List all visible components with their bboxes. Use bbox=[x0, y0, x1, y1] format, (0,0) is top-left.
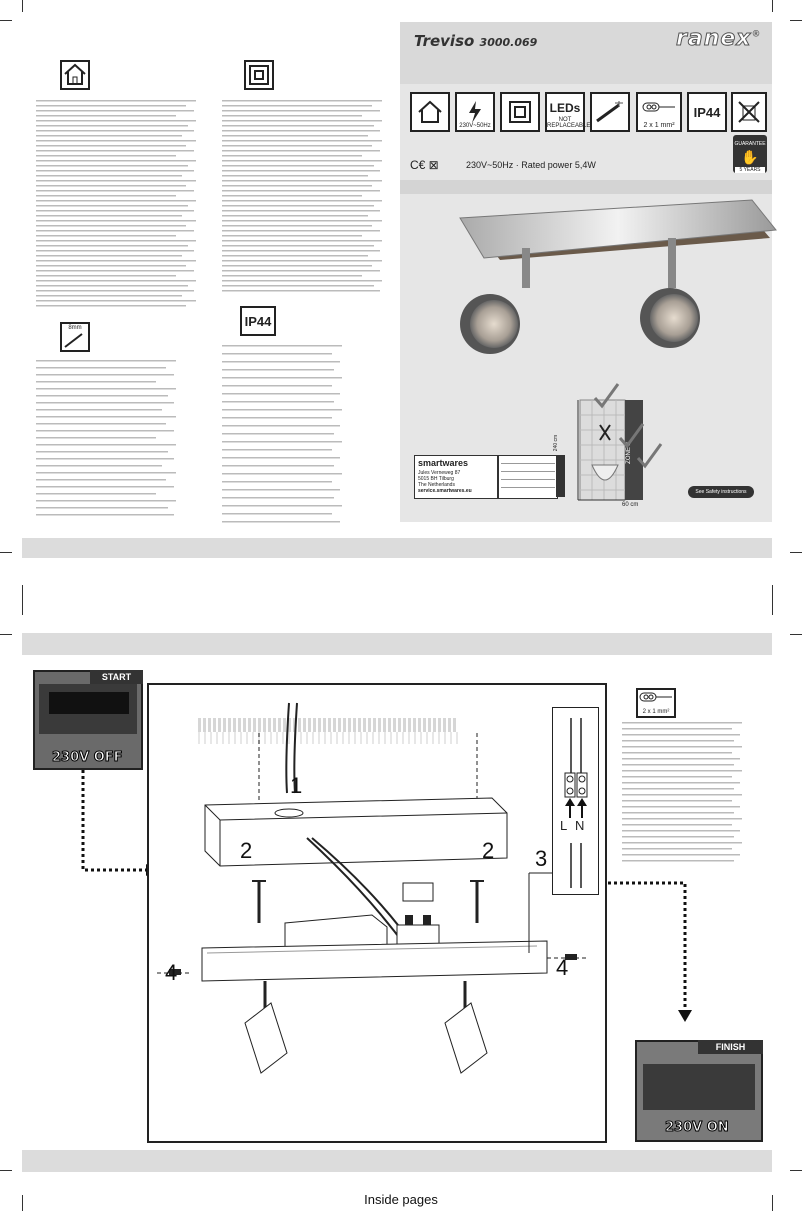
divider-band bbox=[400, 180, 772, 194]
callout-1: 1 bbox=[290, 773, 303, 798]
rated-power: 230V~50Hz · Rated power 5,4W bbox=[466, 160, 596, 170]
crop-mark bbox=[0, 20, 12, 21]
class2-text-block bbox=[222, 100, 382, 292]
cable-icon: 2 x 1 mm² bbox=[636, 92, 682, 132]
crop-mark bbox=[772, 585, 773, 615]
crop-mark bbox=[0, 634, 12, 635]
crop-mark bbox=[22, 0, 23, 12]
product-image bbox=[459, 199, 777, 354]
strip-text-block bbox=[36, 360, 176, 516]
off-label: 230V OFF bbox=[52, 750, 124, 766]
wiring-inset bbox=[552, 707, 599, 895]
guarantee-badge: GUARANTEE ✋ 5 YEARS bbox=[733, 135, 767, 173]
finish-arrow bbox=[608, 881, 692, 1022]
handshake-icon: ✋ bbox=[741, 149, 759, 165]
product-title: Treviso 3000.069 bbox=[414, 32, 538, 50]
contact-table bbox=[498, 455, 558, 499]
page-band bbox=[22, 1150, 772, 1172]
ce-mark: C€ ⊠ bbox=[410, 158, 439, 172]
crop-mark bbox=[790, 552, 802, 553]
ip44-icon: IP44 bbox=[687, 92, 727, 132]
callout-2-right: 2 bbox=[482, 838, 495, 863]
crop-mark bbox=[790, 1170, 802, 1171]
wire-strip-icon bbox=[590, 92, 630, 132]
page-band bbox=[22, 538, 772, 558]
zone-width: 60 cm bbox=[622, 502, 639, 508]
on-label: 230V ON bbox=[665, 1120, 730, 1136]
double-square-icon bbox=[244, 60, 274, 90]
ip44-icon: IP44 bbox=[240, 306, 276, 336]
wire-strip-icon: 8mm bbox=[60, 322, 90, 352]
finish-breaker-image bbox=[635, 1040, 763, 1142]
page-band bbox=[22, 633, 772, 655]
lightning-icon: 230V~50Hz bbox=[455, 92, 495, 132]
safety-badge: See Safety instructions bbox=[688, 486, 754, 498]
ceiling-hatch bbox=[198, 732, 458, 744]
start-breaker-image bbox=[33, 670, 143, 770]
no-bin-icon bbox=[731, 92, 767, 132]
crop-mark bbox=[0, 1170, 12, 1171]
crop-mark bbox=[790, 20, 802, 21]
callout-3: 3 bbox=[535, 846, 548, 871]
customer-service-tab bbox=[556, 455, 565, 497]
brand-logo: ranex® bbox=[675, 26, 762, 52]
crop-mark bbox=[0, 552, 12, 553]
ceiling-hatch bbox=[198, 718, 458, 732]
crop-mark bbox=[22, 585, 23, 615]
double-square-icon bbox=[500, 92, 540, 132]
callout-2-left: 2 bbox=[240, 838, 253, 863]
callout-4-right: 4 bbox=[556, 955, 569, 980]
checkmark-icon bbox=[593, 383, 663, 469]
crop-mark bbox=[790, 634, 802, 635]
safety-text-block bbox=[36, 100, 196, 307]
crop-mark bbox=[772, 1195, 773, 1211]
crop-mark bbox=[22, 1195, 23, 1211]
footer-caption: Inside pages bbox=[364, 1192, 438, 1207]
house-icon bbox=[60, 60, 90, 90]
mounting-drawing bbox=[157, 702, 587, 1074]
installation-diagram bbox=[147, 683, 607, 1143]
bathroom-zone-diagram bbox=[577, 399, 643, 501]
ip44-text-block bbox=[222, 345, 342, 523]
crop-mark bbox=[772, 0, 773, 12]
smartwares-box: smartwares Jules Verneweg 87 5015 BH Til… bbox=[414, 455, 498, 499]
live-label: L bbox=[560, 818, 568, 833]
house-icon bbox=[410, 92, 450, 132]
cable-icon: 2 x 1 mm² bbox=[636, 688, 676, 718]
cable-text-block bbox=[622, 722, 742, 862]
neutral-label: N bbox=[575, 818, 585, 833]
start-label: START bbox=[90, 670, 143, 684]
callout-4-left: 4 bbox=[165, 960, 178, 985]
zone-height: 240 cm bbox=[553, 434, 560, 452]
header-band bbox=[400, 22, 772, 84]
finish-label: FINISH bbox=[698, 1040, 763, 1054]
leds-icon: LEDs NOT REPLACEABLE bbox=[545, 92, 590, 132]
